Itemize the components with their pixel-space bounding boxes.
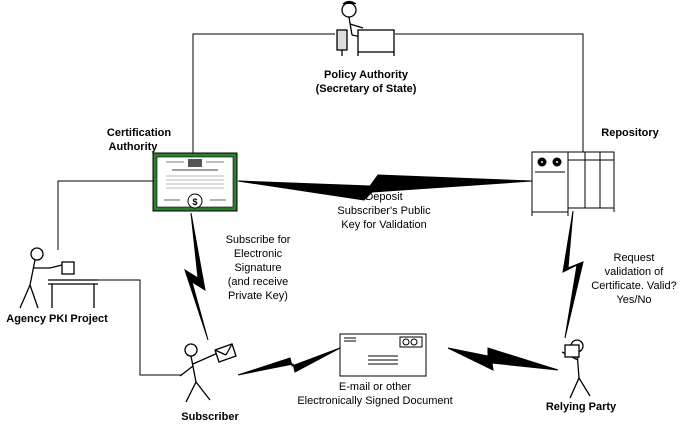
line-ca-to-agency (57, 180, 153, 250)
subscribe-label-3: Signature (234, 262, 281, 274)
person-at-desk-icon (336, 0, 395, 56)
policy-authority-label-2: (Secretary of State) (316, 83, 417, 95)
certificate-icon: $ (152, 152, 238, 212)
ca-label-1: Certification (107, 127, 171, 139)
email-label-1: E-mail or other (339, 381, 411, 393)
deposit-label-1: Deposit (365, 191, 402, 203)
envelope-icon (339, 333, 427, 377)
request-label-2: validation of (605, 266, 665, 278)
person-holding-box-icon (561, 339, 591, 399)
subscribe-label-2: Electronic (234, 248, 283, 260)
subscribe-label-1: Subscribe for (226, 234, 291, 246)
subscribe-label-5: Private Key) (228, 290, 288, 302)
policy-authority-label-1: Policy Authority (324, 69, 409, 81)
subscribe-label-4: (and receive (228, 276, 289, 288)
ca-label-2: Authority (109, 141, 159, 153)
subscriber-label: Subscriber (181, 411, 239, 423)
email-label-2: Electronically Signed Document (297, 395, 452, 407)
lightning-bolt-icon (447, 347, 559, 371)
svg-text:$: $ (192, 197, 197, 207)
request-label-3: Certificate. Valid? (591, 280, 676, 292)
lightning-bolt-icon (237, 347, 341, 376)
relying-party-label: Relying Party (546, 401, 617, 413)
agency-pki-label: Agency PKI Project (6, 313, 108, 325)
line-agency-to-subscriber (98, 279, 182, 376)
person-with-envelope-icon (179, 343, 237, 403)
person-at-table-icon (19, 247, 98, 309)
deposit-label-3: Key for Validation (341, 219, 426, 231)
lightning-bolt-icon (562, 210, 584, 339)
lightning-bolt-icon (184, 212, 209, 341)
connector-lines (57, 33, 584, 376)
line-policy-to-repository (395, 33, 584, 152)
line-ca-to-policy (192, 33, 335, 153)
repository-label: Repository (601, 127, 659, 139)
request-label-1: Request (614, 252, 655, 264)
server-rack-icon (531, 151, 615, 216)
request-label-4: Yes/No (616, 294, 651, 306)
deposit-label-2: Subscriber's Public (337, 205, 431, 217)
